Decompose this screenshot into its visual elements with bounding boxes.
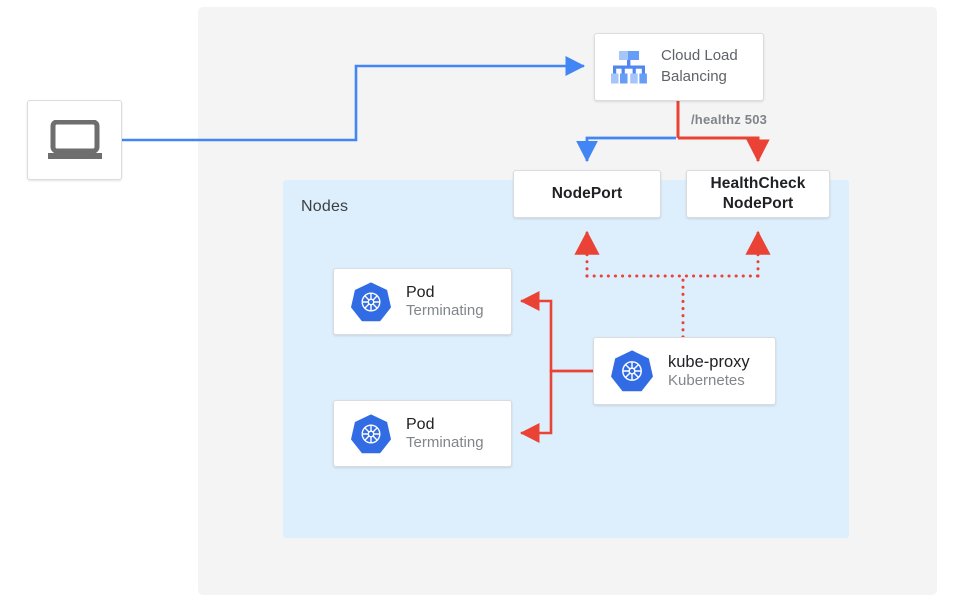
kube-proxy-text: kube-proxy Kubernetes (668, 352, 750, 390)
cloud-load-balancing-card: Cloud Load Balancing (594, 33, 764, 101)
healthcheck-nodeport-card: HealthCheck NodePort (686, 170, 830, 218)
pod-status: Terminating (406, 302, 484, 320)
pod-title: Pod (406, 415, 435, 433)
nodes-region-label: Nodes (301, 198, 349, 215)
kubernetes-icon (350, 281, 392, 321)
kubernetes-icon (611, 350, 653, 392)
kube-proxy-subtitle: Kubernetes (668, 371, 745, 389)
laptop-icon (47, 120, 102, 159)
cloud-load-balancing-icon (611, 51, 647, 84)
pod-status: Terminating (406, 434, 484, 452)
healthz-label: /healthz 503 (691, 112, 768, 127)
pod-card: Pod Terminating (333, 268, 512, 335)
kube-proxy-title: kube-proxy (668, 352, 750, 371)
kube-proxy-card: kube-proxy Kubernetes (593, 337, 776, 405)
kubernetes-icon (350, 413, 392, 453)
client-card (27, 100, 122, 180)
pod-text: Pod Terminating (406, 415, 484, 453)
cloud-load-balancing-label: Cloud Load Balancing (661, 46, 738, 87)
cloud-load-balancing-line-1: Cloud Load (661, 47, 738, 65)
nodeport-card: NodePort (513, 170, 661, 218)
pod-title: Pod (406, 283, 435, 301)
pod-text: Pod Terminating (406, 283, 484, 321)
pod-card: Pod Terminating (333, 400, 512, 467)
nodeport-label: NodePort (551, 185, 623, 203)
healthcheck-nodeport-line-1: HealthCheck (710, 175, 806, 193)
healthcheck-nodeport-label: HealthCheck NodePort (687, 171, 829, 217)
cloud-load-balancing-line-2: Balancing (661, 68, 727, 85)
healthcheck-nodeport-line-2: NodePort (722, 195, 794, 212)
